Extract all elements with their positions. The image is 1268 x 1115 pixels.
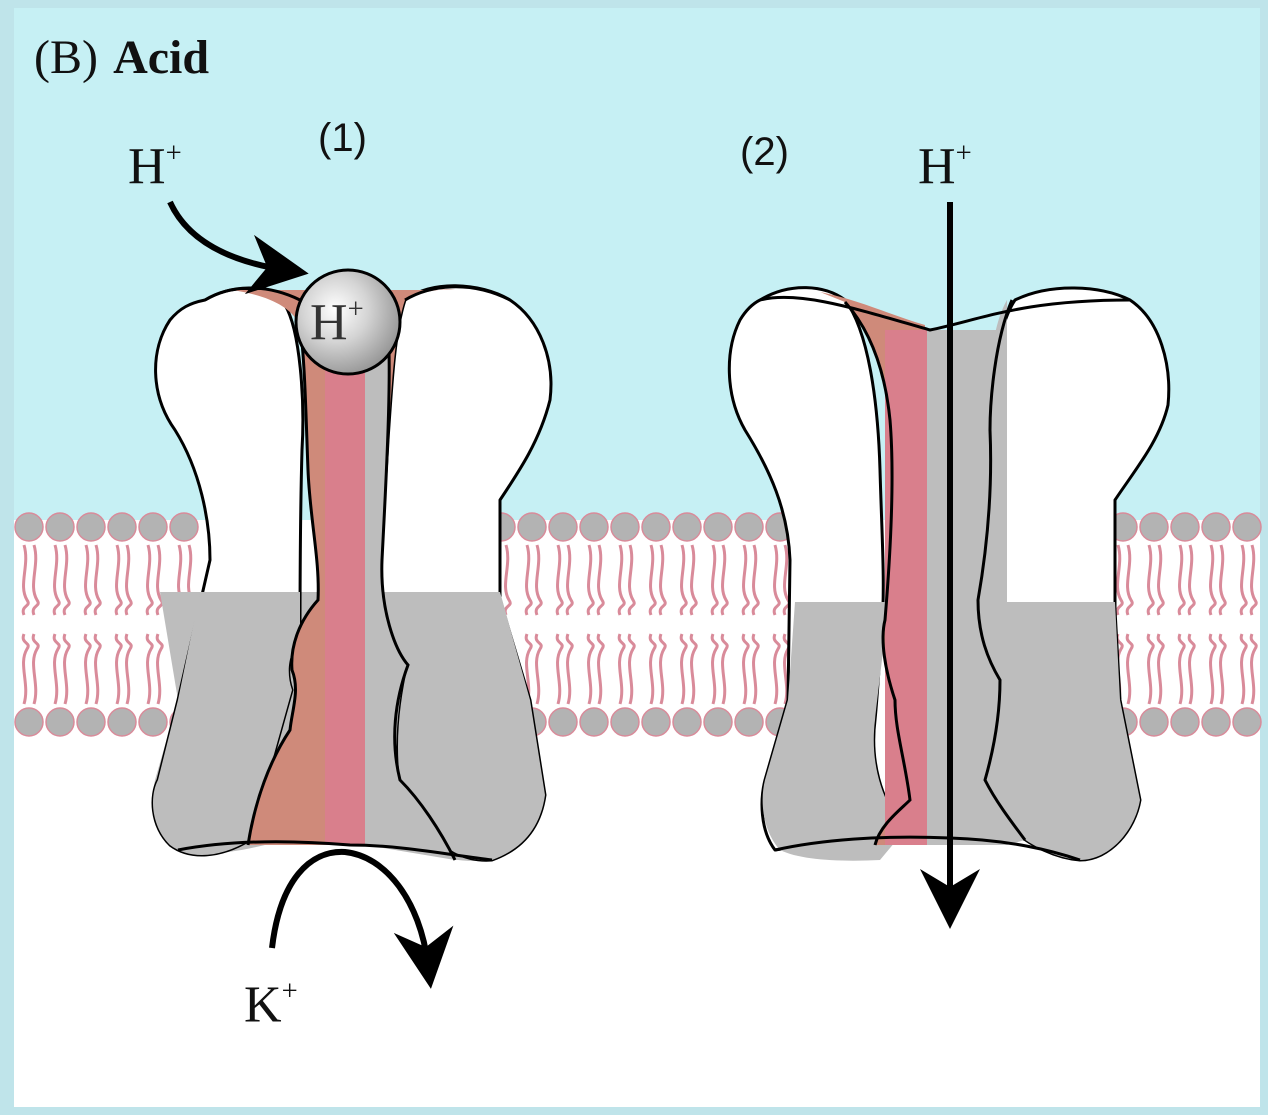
lipid-head xyxy=(673,708,701,736)
proton-label-outside: H+ xyxy=(128,140,182,193)
lipid-head xyxy=(1233,708,1261,736)
lipid-head xyxy=(611,708,639,736)
panel-condition: Acid xyxy=(113,31,209,84)
lipid-head xyxy=(704,513,732,541)
lipid-head xyxy=(549,513,577,541)
lipid-head xyxy=(735,708,763,736)
channel-2 xyxy=(729,202,1168,905)
lipid-head xyxy=(549,708,577,736)
lipid-head xyxy=(642,513,670,541)
panel-letter: (B) xyxy=(34,31,98,84)
lipid-head xyxy=(139,513,167,541)
lipid-head xyxy=(108,513,136,541)
lipid-head xyxy=(15,708,43,736)
lipid-head xyxy=(1233,513,1261,541)
lipid-head xyxy=(580,708,608,736)
lipid-head xyxy=(46,513,74,541)
bound-proton-label: H+ xyxy=(310,296,364,349)
lipid-head xyxy=(704,708,732,736)
lipid-head xyxy=(518,513,546,541)
lipid-head xyxy=(1140,513,1168,541)
lipid-head xyxy=(611,513,639,541)
lipid-head xyxy=(1171,708,1199,736)
lipid-head xyxy=(170,513,198,541)
channel-2-number: (2) xyxy=(740,132,789,172)
lipid-head xyxy=(1202,513,1230,541)
lipid-head xyxy=(1202,708,1230,736)
lipid-head xyxy=(46,708,74,736)
lipid-head xyxy=(735,513,763,541)
proton-label-channel-2: H+ xyxy=(918,140,972,193)
lipid-head xyxy=(1140,708,1168,736)
panel-title: (B) Acid xyxy=(34,34,209,82)
lipid-head xyxy=(77,513,105,541)
lipid-head xyxy=(15,513,43,541)
lipid-head xyxy=(673,513,701,541)
lipid-head xyxy=(642,708,670,736)
potassium-label: K+ xyxy=(244,978,298,1031)
lipid-head xyxy=(139,708,167,736)
lipid-head xyxy=(108,708,136,736)
lipid-head xyxy=(580,513,608,541)
lipid-head xyxy=(1171,513,1199,541)
channel-1-number: (1) xyxy=(318,118,367,158)
lipid-head xyxy=(77,708,105,736)
